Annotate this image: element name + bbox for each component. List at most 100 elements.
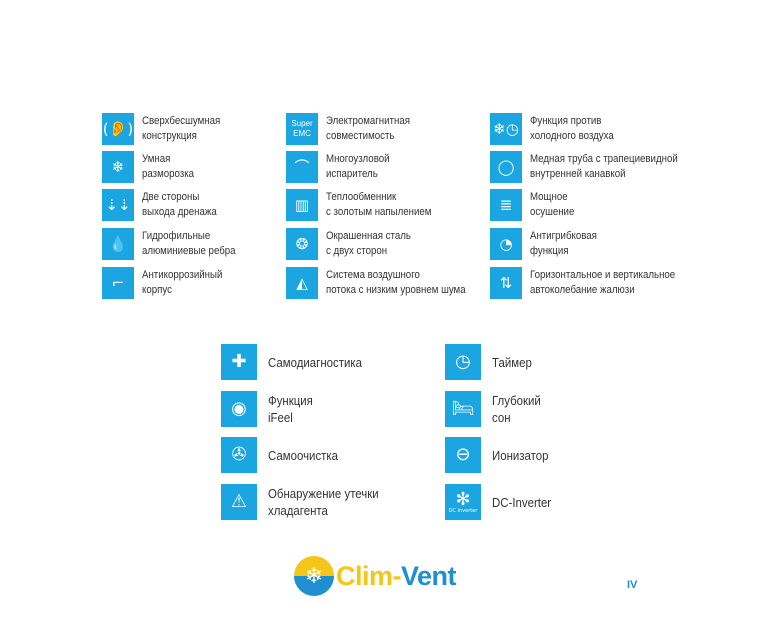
anticorrosion-icon: ⌐	[102, 267, 134, 299]
evaporator-icon: ⌒	[286, 151, 318, 183]
feature-label-line: DC-Inverter	[492, 494, 552, 510]
defrost-icon: ❄	[102, 151, 134, 183]
copper-tube-icon: ◯	[490, 151, 522, 183]
dehumidify-icon: ≣	[490, 189, 522, 221]
low-noise-airflow-icon: ◭	[286, 267, 318, 299]
feature-item: ✇Самоочистка	[221, 437, 348, 473]
icon-glyph: ▥	[294, 195, 310, 214]
feature-label-line: Система воздушного	[326, 269, 420, 281]
feature-label: Функция iFeel	[268, 392, 313, 426]
drain-icon: ⇣⇣	[102, 189, 134, 221]
icon-glyph: ◔	[499, 234, 513, 253]
feature-label-line: разморозка	[142, 168, 195, 180]
feature-label-line: с золотым напылением	[326, 206, 432, 218]
icon-glyph: ✚	[231, 351, 247, 372]
icon-caption: DC Inverter	[448, 507, 478, 514]
feature-label-line: Обнаружение утечки	[268, 486, 379, 501]
feature-label-line: Антигрибковая	[530, 230, 597, 242]
feature-label: Антикоррозийный корпус	[142, 268, 222, 298]
feature-item: ❄ Умная разморозка	[102, 151, 201, 183]
feature-label-line: Умная	[142, 153, 171, 165]
feature-label-line: Сверхбесшумная	[142, 115, 221, 127]
feature-label-line: iFeel	[268, 410, 293, 425]
ear-sound-icon: ((👂))	[97, 113, 139, 145]
ionizer-icon: ⊖	[445, 437, 481, 473]
feature-item: ◉ Функция iFeel	[221, 391, 319, 427]
hydrophilic-fin-icon: 💧	[102, 228, 134, 260]
feature-item: ⇣⇣ Две стороны выхода дренажа	[102, 189, 227, 221]
icon-glyph: ⇅	[499, 273, 513, 292]
feature-label-line: холодного воздуха	[530, 130, 614, 142]
icon-glyph: ✻	[455, 488, 471, 510]
feature-label: Умная разморозка	[142, 152, 194, 182]
timer-icon: ◷	[445, 344, 481, 380]
logo-text-vent: Vent	[401, 560, 457, 591]
super-emc-icon: Super EMC	[286, 113, 318, 145]
feature-label-line: с двух сторон	[326, 245, 388, 257]
louver-swing-icon: ⇅	[490, 267, 522, 299]
icon-glyph: ◯	[497, 157, 515, 176]
feature-item: ✚ Самодиагностика	[221, 344, 375, 380]
feature-label-line: испаритель	[326, 168, 378, 180]
feature-label-line: Две стороны	[142, 191, 200, 203]
icon-glyph: ❄	[111, 157, 125, 176]
feature-label: Самоочистка	[268, 447, 338, 464]
feature-label: DC-Inverter	[492, 494, 551, 511]
feature-item: ⌐ Антикоррозийный корпус	[102, 267, 233, 299]
feature-label-line: Таймер	[492, 354, 532, 370]
feature-label-line: выхода дренажа	[142, 206, 217, 218]
refrigerant-leak-icon: ⚠	[221, 484, 257, 520]
feature-label-line: Функция против	[530, 115, 602, 127]
self-diagnosis-icon: ✚	[221, 344, 257, 380]
feature-label-line: Антикоррозийный	[142, 269, 223, 281]
dc-inverter-icon: ✻DC Inverter	[445, 484, 481, 520]
ifeel-icon: ◉	[221, 391, 257, 427]
icon-glyph: ⌒	[294, 157, 310, 176]
feature-item: ⊖ Ионизатор	[445, 437, 556, 473]
feature-item: ✻DC Inverter DC-Inverter	[445, 484, 559, 520]
feature-label-line: Функция	[268, 393, 313, 408]
feature-label-line: Самодиагностика	[268, 354, 362, 370]
painted-steel-icon: ❂	[286, 228, 318, 260]
feature-label: Антигрибковая функция	[530, 229, 597, 259]
icon-glyph: ◭	[296, 273, 308, 292]
icon-glyph: ⇣⇣	[105, 195, 131, 214]
feature-label-line: Горизонтальное и вертикальное	[530, 269, 676, 281]
feature-label-line: внутренней канавкой	[530, 168, 626, 180]
icon-glyph: ⚠	[230, 491, 248, 512]
feature-label-line: Медная труба с трапециевидной	[530, 153, 678, 165]
feature-label-line: корпус	[142, 284, 172, 296]
clim-vent-logo: ❄ Clim-Vent	[294, 556, 457, 596]
feature-label: Две стороны выхода дренажа	[142, 190, 217, 220]
feature-label-line: Самоочистка	[268, 447, 339, 463]
feature-label-line: хладагента	[268, 503, 328, 518]
sun-snowflake-logo-icon: ❄	[294, 556, 334, 596]
feature-label-line: Ионизатор	[492, 447, 549, 463]
icon-glyph: ◉	[231, 398, 247, 419]
feature-label-line: функция	[530, 245, 569, 257]
feature-label-line: Мощное	[530, 191, 568, 203]
feature-label-line: Электромагнитная	[326, 115, 410, 127]
feature-item: ◯ Медная труба с трапециевидной внутренней…	[490, 151, 698, 183]
sleep-icon: 🛏	[445, 391, 481, 427]
feature-label: Функция против холодного воздуха	[530, 114, 614, 144]
antifungal-icon: ◔	[490, 228, 522, 260]
feature-label: Ионизатор	[492, 447, 548, 464]
icon-glyph: ((👂))	[96, 119, 140, 138]
feature-label: Медная труба с трапециевидной внутренней …	[530, 152, 678, 182]
